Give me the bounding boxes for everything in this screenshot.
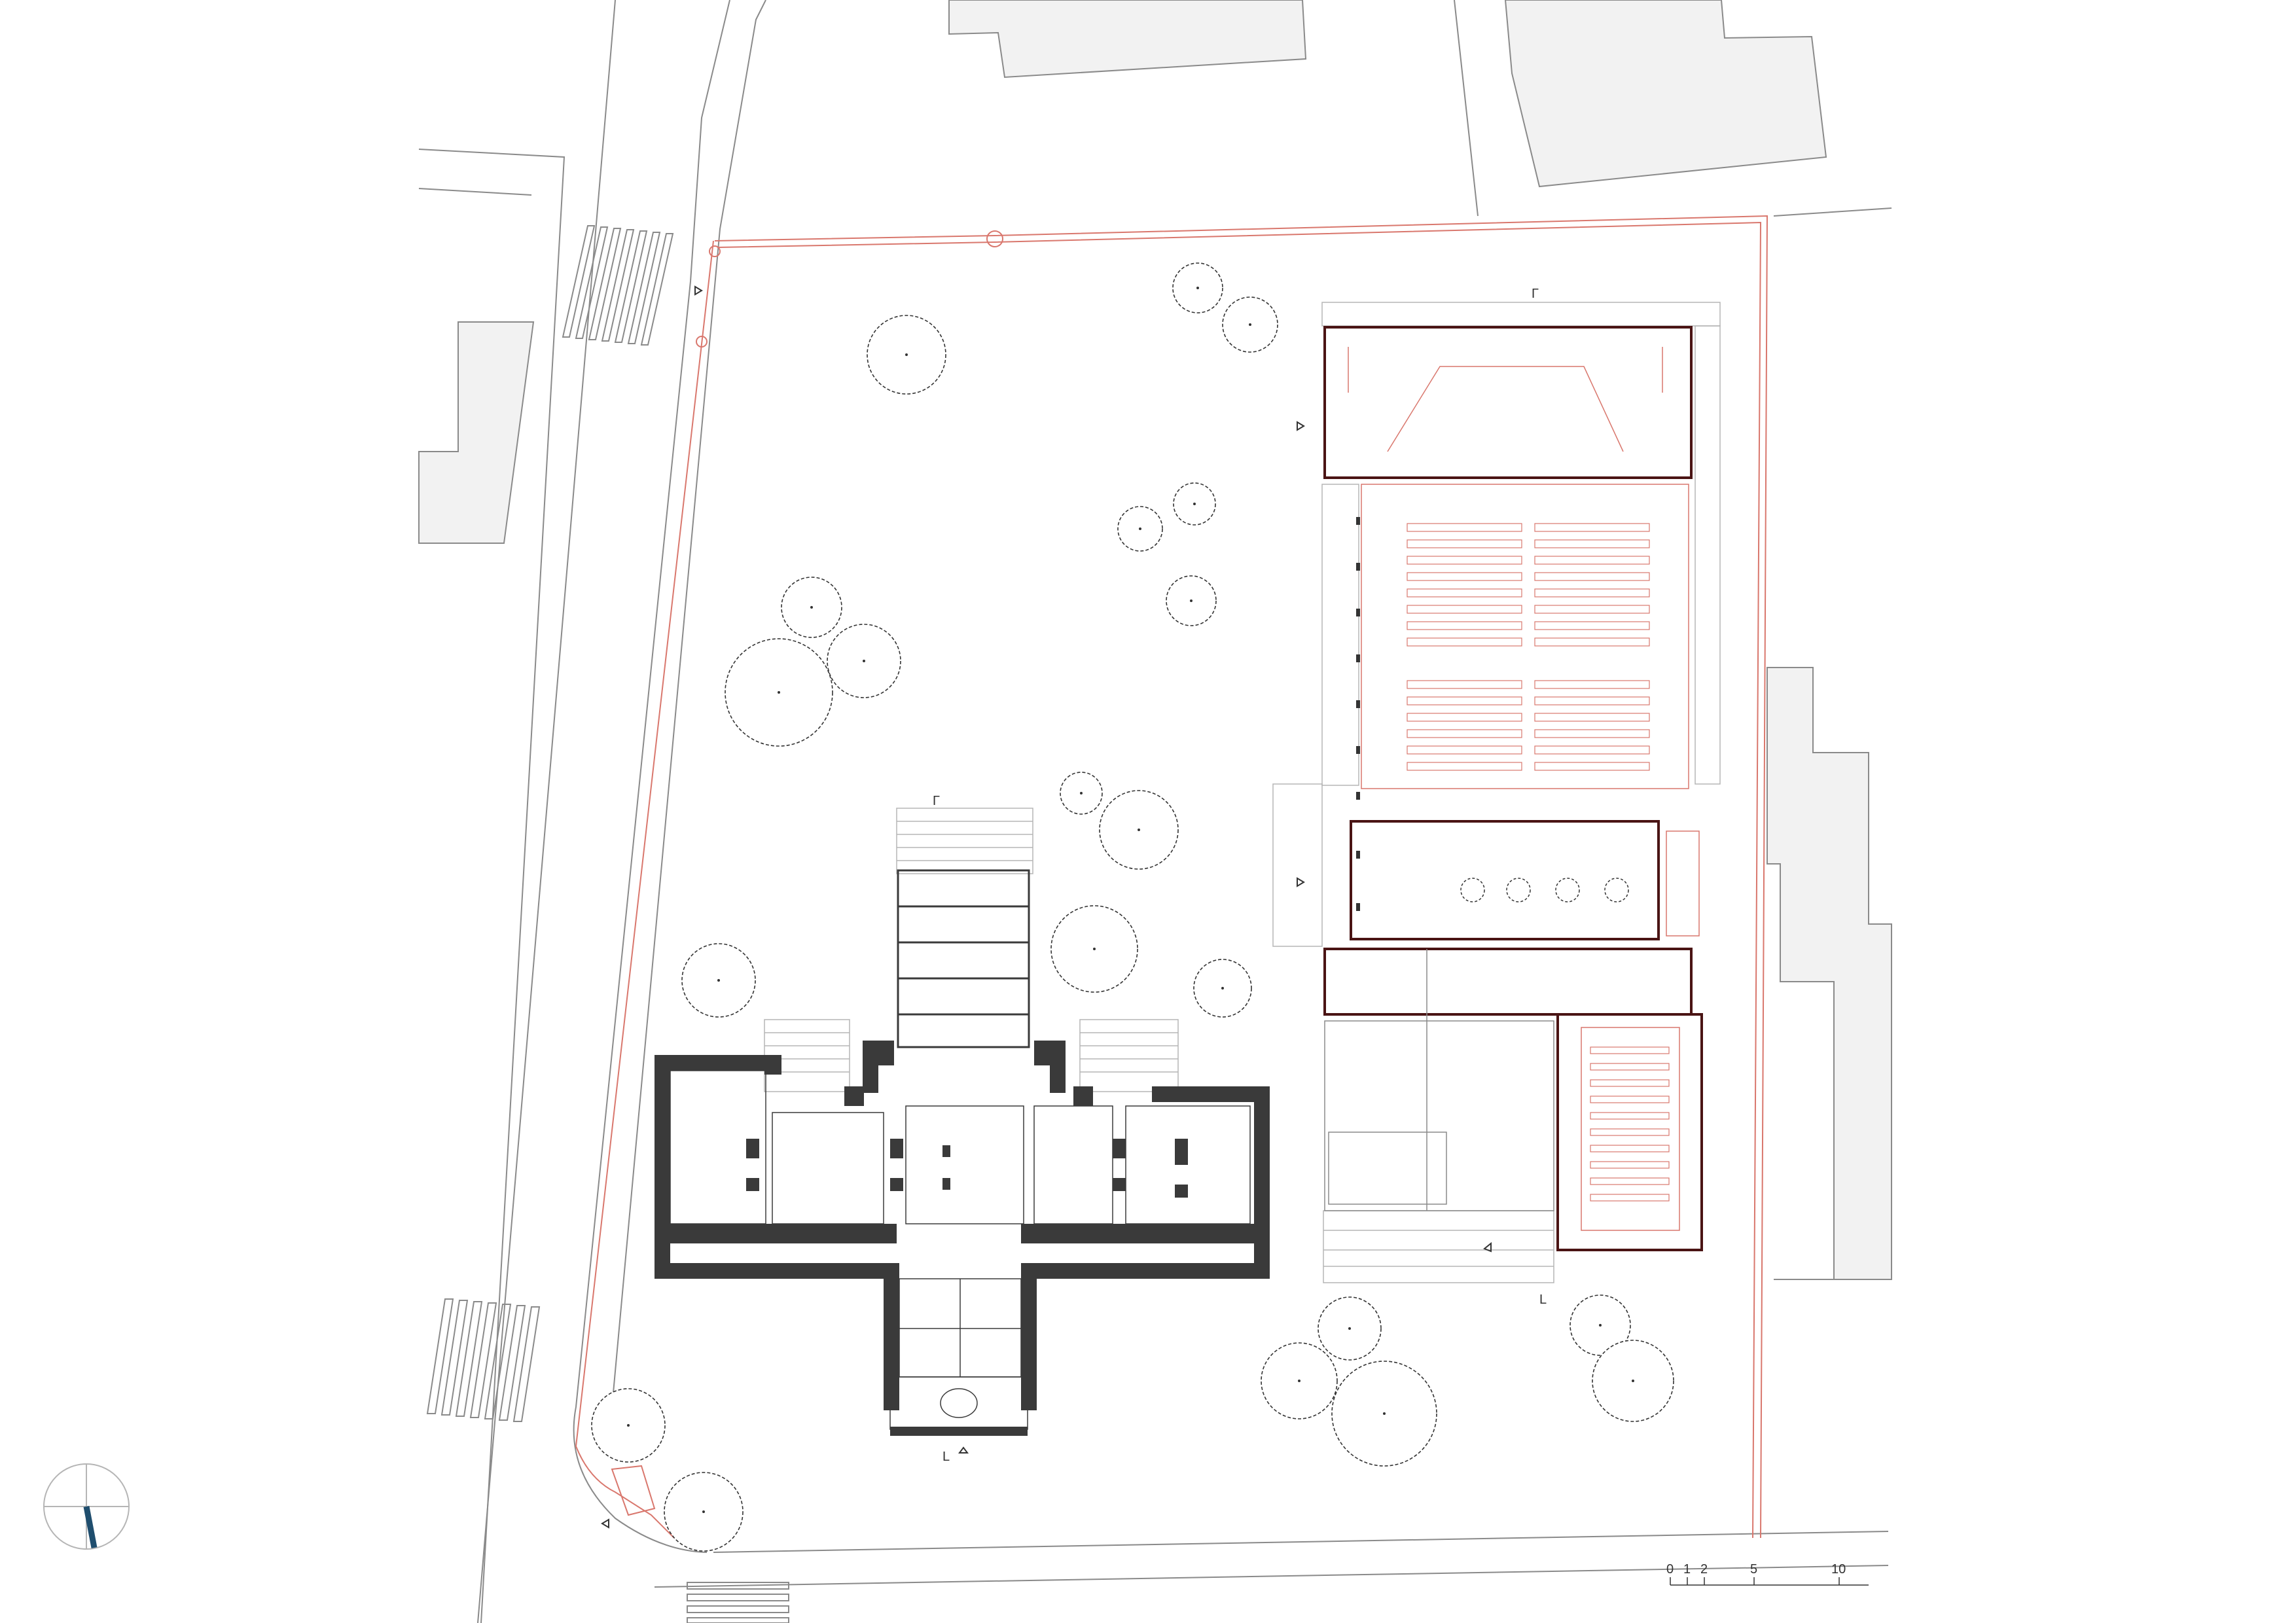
historic-building <box>655 808 1270 1436</box>
section-mark: Γ <box>933 794 940 808</box>
entrance-arrow-icon <box>958 1446 969 1454</box>
section-mark: Γ <box>1532 287 1539 301</box>
neighbor-building-left <box>418 321 535 544</box>
section-marks: Γ Γ L L <box>933 287 1547 1464</box>
foyer-columns <box>1460 878 1629 902</box>
north-arrow-icon <box>43 1463 130 1550</box>
scale-label: 0 <box>1666 1562 1674 1577</box>
neighbor-buildings <box>418 0 1892 1280</box>
site-boundary <box>575 215 1768 1539</box>
scale-label: 10 <box>1831 1562 1846 1577</box>
service-block <box>1323 948 1693 1016</box>
scale-label: 5 <box>1750 1562 1757 1577</box>
entrance-arrow-icon <box>1297 421 1305 431</box>
stage-block <box>1323 326 1693 479</box>
lecture-hall <box>1556 1013 1703 1251</box>
neighbor-building-right <box>1767 667 1892 1280</box>
neighbor-building-top-left <box>948 0 1307 79</box>
crossing-top <box>562 225 674 346</box>
new-building <box>1272 302 1721 1283</box>
trees <box>591 262 1674 1552</box>
entrance-arrow-icon <box>1483 1241 1492 1253</box>
neighbor-building-top-right <box>1504 0 1827 188</box>
tree-centers <box>627 287 1634 1513</box>
entrance-arrow-icon <box>694 285 703 296</box>
zebra-crossings <box>426 225 789 1623</box>
section-mark: L <box>1539 1293 1547 1307</box>
stone-paving <box>1272 302 1721 1283</box>
streets <box>418 0 1892 1623</box>
auditorium-seats <box>1407 523 1670 1202</box>
scale-bar: 0 1 2 5 10 <box>1666 1562 1869 1586</box>
crossing-bottom-left <box>426 1298 541 1422</box>
entrance-arrows <box>601 285 1492 1529</box>
crossing-bottom <box>687 1582 789 1623</box>
scale-label: 2 <box>1700 1562 1708 1577</box>
section-mark: L <box>942 1450 950 1464</box>
scale-label: 1 <box>1683 1562 1691 1577</box>
entrance-arrow-icon <box>601 1518 609 1529</box>
foyer-block <box>1350 820 1660 940</box>
entrance-arrow-icon <box>1297 877 1305 887</box>
